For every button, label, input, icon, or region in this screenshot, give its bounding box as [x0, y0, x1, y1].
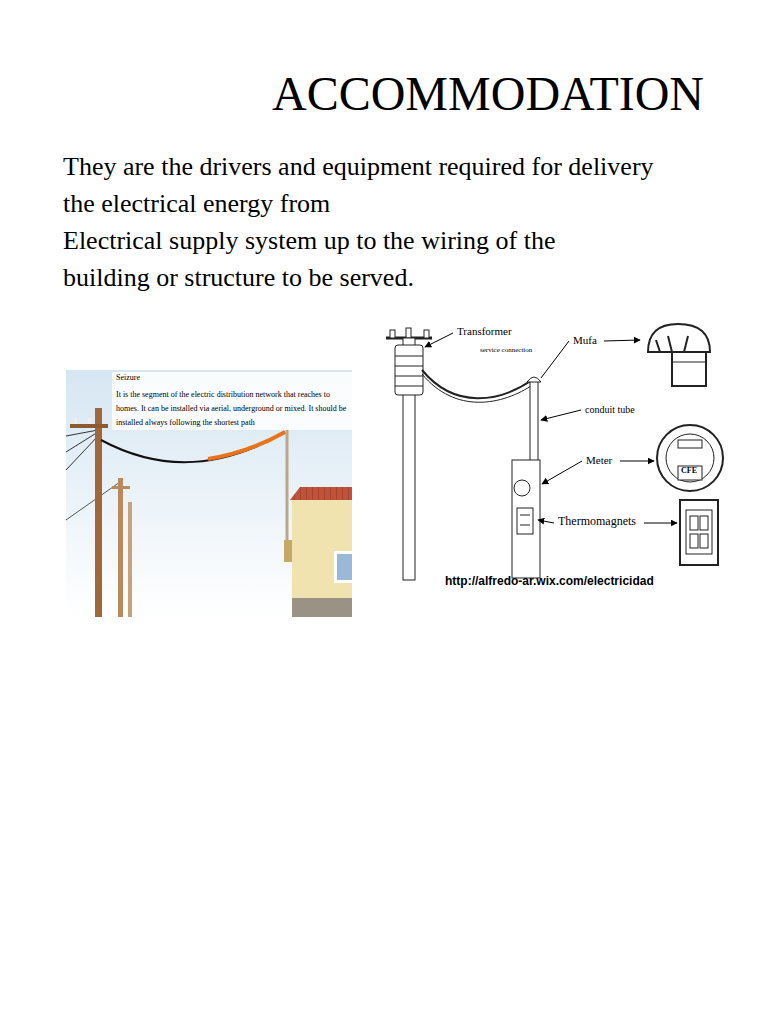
part-label: Meter — [586, 454, 612, 466]
meter-brand: CFE — [681, 467, 697, 476]
part-label: Transformer — [457, 325, 512, 337]
page-title: ACCOMMODATION — [272, 66, 704, 121]
leader-lines — [425, 333, 677, 523]
part-label: Thermomagnets — [558, 515, 636, 528]
body-text: They are the drivers and equipment requi… — [63, 148, 663, 222]
part-label: service connection — [480, 347, 532, 355]
service-entrance-drawing — [386, 324, 723, 580]
part-label: conduit tube — [585, 404, 635, 415]
note-heading: Seizure — [116, 374, 140, 383]
source-url: http://alfredo-ar.wix.com/electricidad — [445, 575, 654, 588]
service-drop-photo — [66, 370, 352, 617]
note-text: It is the segment of the electric distri… — [116, 388, 348, 430]
part-label: Mufa — [573, 334, 597, 346]
body-text: Electrical supply system up to the wirin… — [63, 222, 623, 296]
